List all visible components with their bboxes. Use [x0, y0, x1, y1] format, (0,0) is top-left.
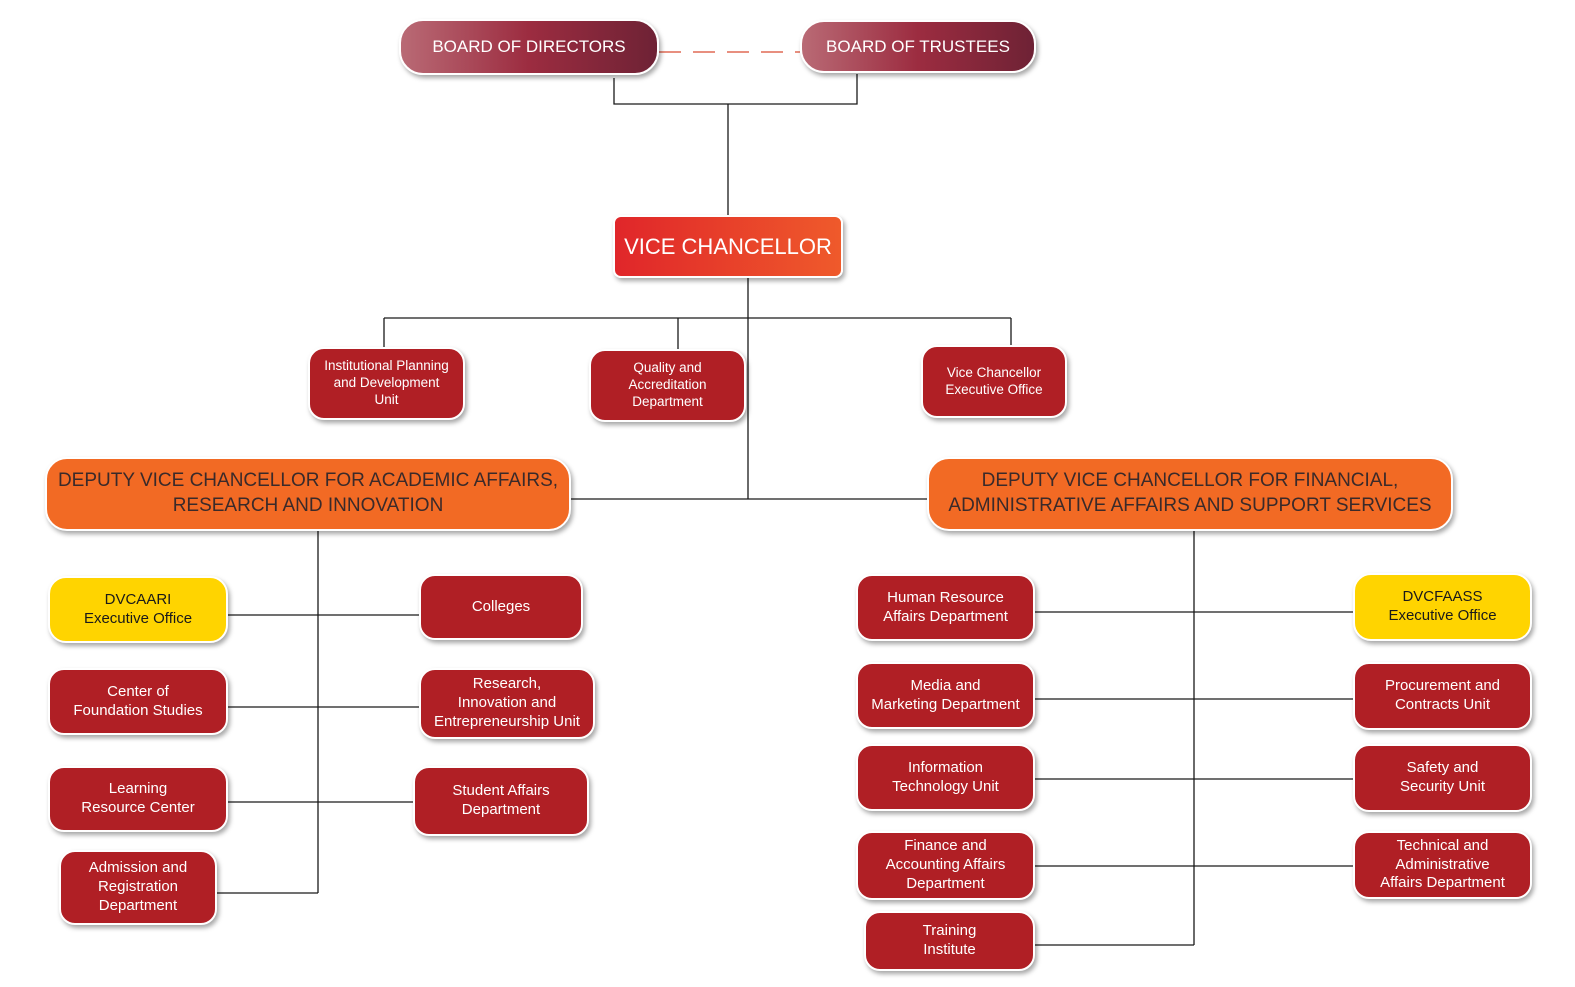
- board-of-trustees: BOARD OF TRUSTEES: [800, 20, 1036, 73]
- learning-resource-center: Learning Resource Center: [48, 766, 228, 832]
- dvc-financial-affairs: DEPUTY VICE CHANCELLOR FOR FINANCIAL, AD…: [927, 457, 1453, 531]
- information-technology-unit: Information Technology Unit: [856, 744, 1035, 811]
- quality-accreditation-department: Quality and Accreditation Department: [589, 349, 746, 422]
- vice-chancellor: VICE CHANCELLOR: [613, 215, 843, 278]
- institutional-planning-unit: Institutional Planning and Development U…: [308, 347, 465, 420]
- human-resource-affairs-department: Human Resource Affairs Department: [856, 574, 1035, 641]
- board-of-directors: BOARD OF DIRECTORS: [399, 19, 659, 75]
- colleges: Colleges: [419, 574, 583, 640]
- procurement-contracts-unit: Procurement and Contracts Unit: [1353, 662, 1532, 730]
- dvc-academic-affairs: DEPUTY VICE CHANCELLOR FOR ACADEMIC AFFA…: [45, 457, 571, 531]
- training-institute: Training Institute: [864, 911, 1035, 971]
- admission-registration-department: Admission and Registration Department: [59, 850, 217, 925]
- safety-security-unit: Safety and Security Unit: [1353, 744, 1532, 812]
- center-of-foundation-studies: Center of Foundation Studies: [48, 668, 228, 735]
- technical-administrative-department: Technical and Administrative Affairs Dep…: [1353, 831, 1532, 899]
- dvcaari-executive-office: DVCAARI Executive Office: [48, 576, 228, 643]
- vc-executive-office: Vice Chancellor Executive Office: [921, 345, 1067, 418]
- student-affairs-department: Student Affairs Department: [413, 766, 589, 836]
- research-innovation-unit: Research, Innovation and Entrepreneurshi…: [419, 668, 595, 739]
- dvcfaass-executive-office: DVCFAASS Executive Office: [1353, 573, 1532, 641]
- finance-accounting-department: Finance and Accounting Affairs Departmen…: [856, 831, 1035, 900]
- media-marketing-department: Media and Marketing Department: [856, 662, 1035, 729]
